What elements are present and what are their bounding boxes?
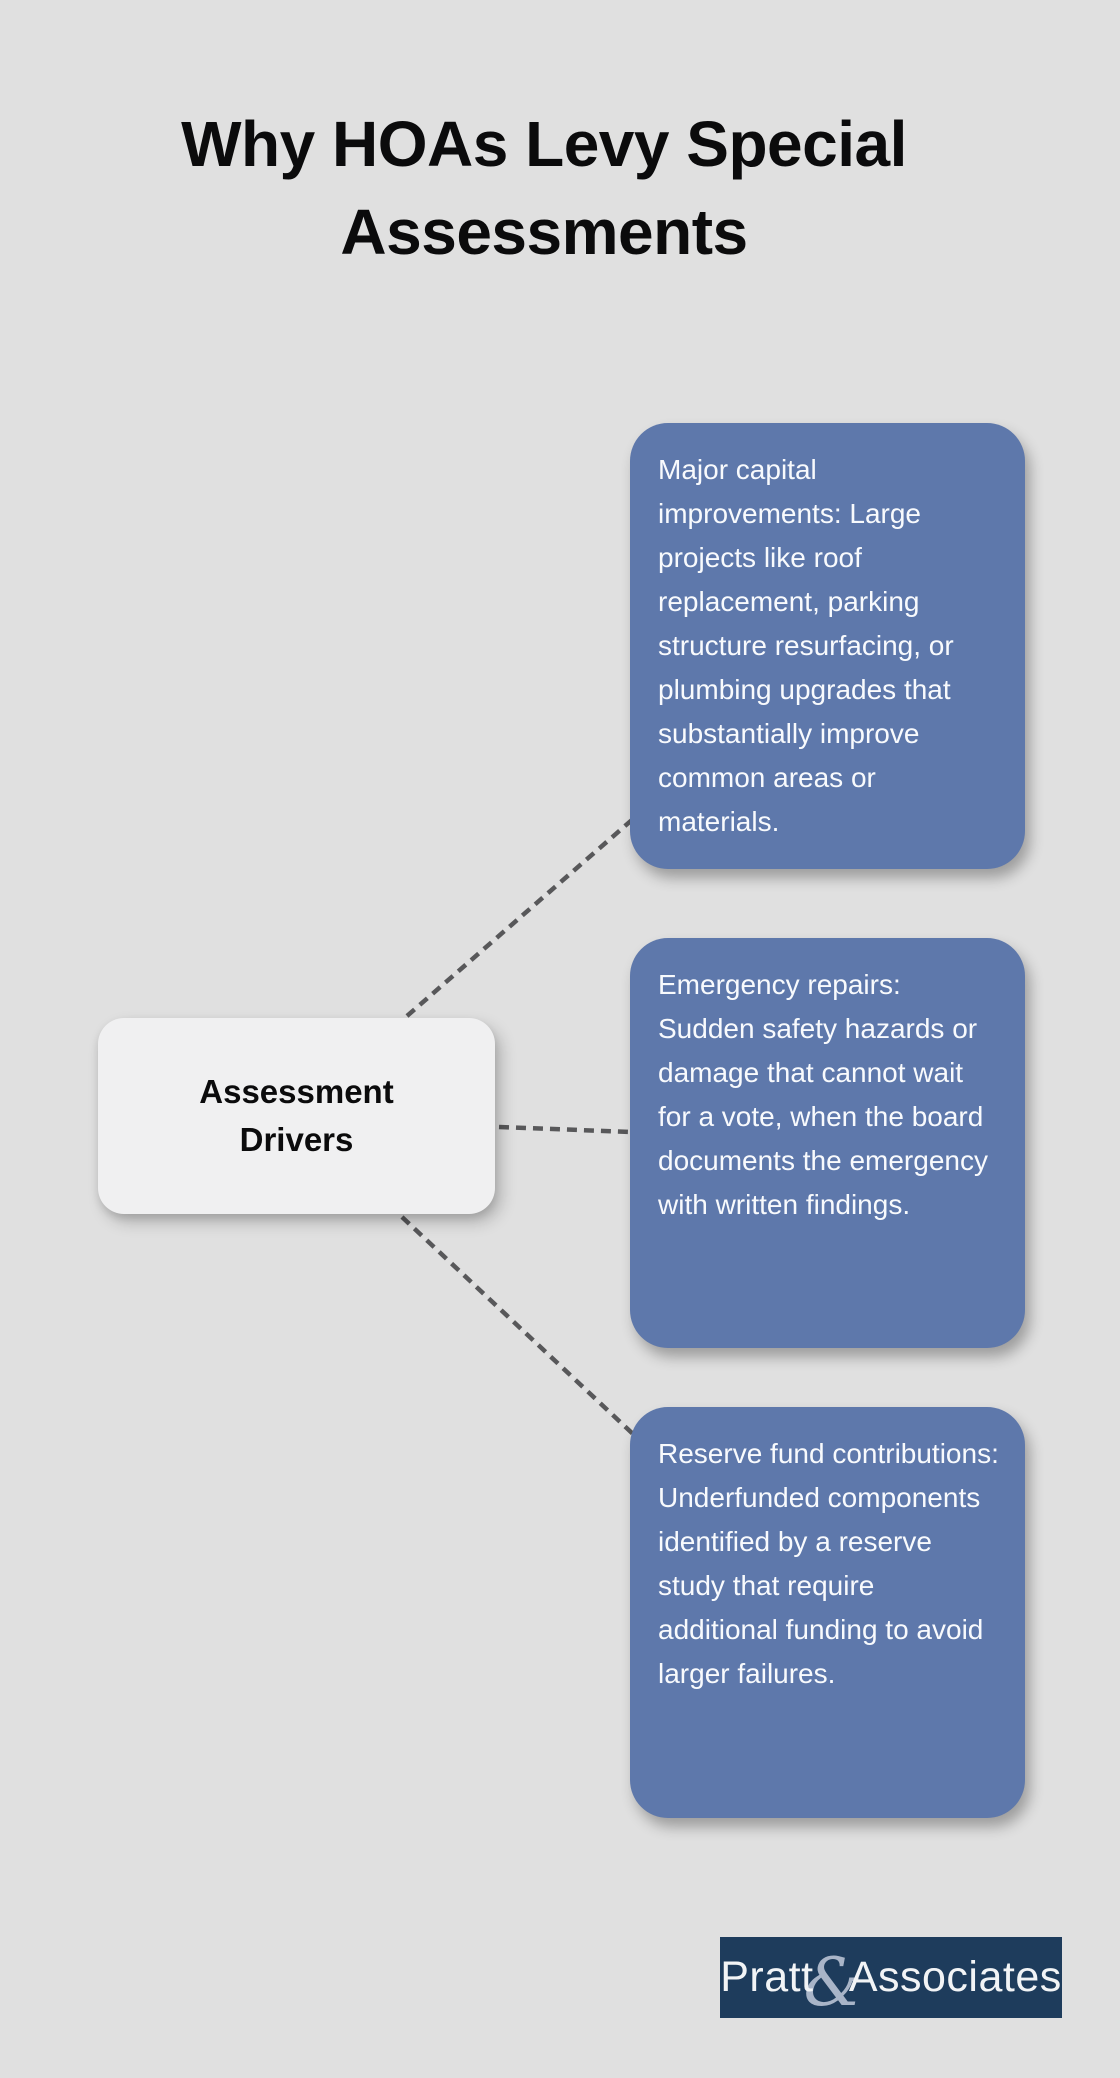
dashed-connector-top [405,817,635,1018]
dashed-connector-bottom [400,1215,635,1436]
branch-card-text: Emergency repairs: Sudden safety hazards… [658,969,988,1220]
center-node-label: Assessment Drivers [199,1073,394,1158]
dashed-connector-middle [498,1124,633,1135]
branch-card-major-capital-improvements: Major capital improvements: Large projec… [630,423,1025,869]
branch-card-text: Reserve fund contributions: Underfunded … [658,1438,999,1689]
branch-card-reserve-fund-contributions: Reserve fund contributions: Underfunded … [630,1407,1025,1818]
logo-text-suffix: Associates [848,1953,1062,2001]
page-title-line-2: Assessments [340,196,748,268]
branch-card-emergency-repairs: Emergency repairs: Sudden safety hazards… [630,938,1025,1348]
logo-pratt-associates: Pratt & Associates [720,1937,1062,2018]
page-title-line-1: Why HOAs Levy Special [181,108,907,180]
logo-text-prefix: Pratt [720,1953,814,2001]
center-node-assessment-drivers: Assessment Drivers [98,1018,495,1214]
page-title: Why HOAs Levy Special Assessments [0,100,1088,276]
branch-card-text: Major capital improvements: Large projec… [658,454,954,837]
